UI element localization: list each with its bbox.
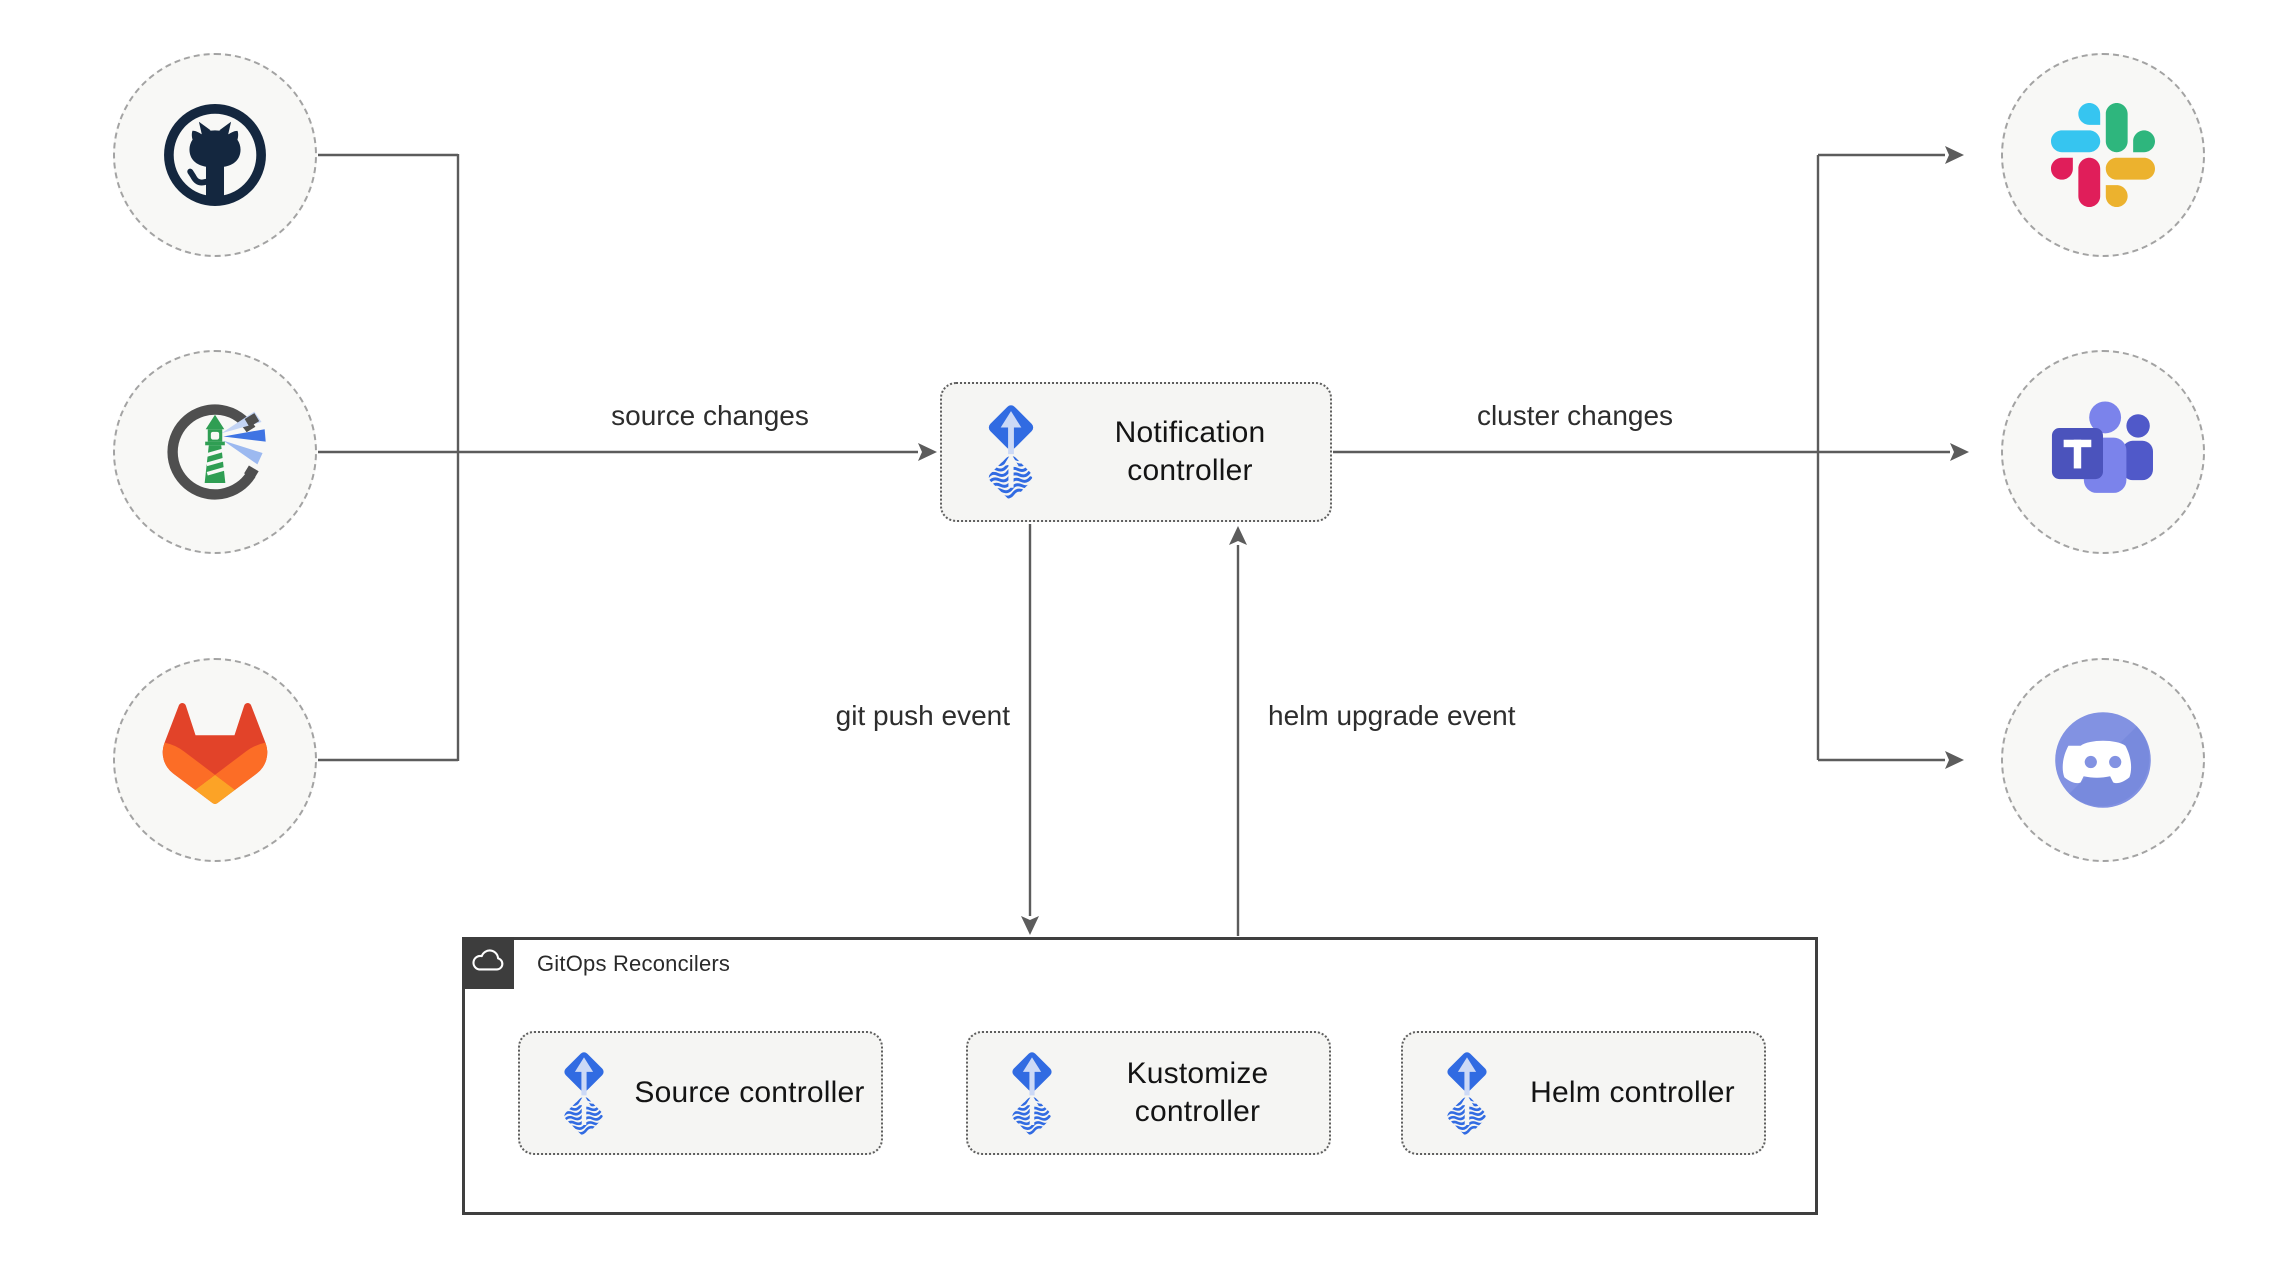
source-node-gitlab <box>113 658 317 862</box>
target-node-microsoft-teams <box>2001 350 2205 554</box>
microsoft-teams-icon <box>2051 400 2153 493</box>
flux-logo-icon <box>546 1046 622 1141</box>
group-badge <box>462 937 514 989</box>
edge-label-source-changes: source changes <box>611 400 809 431</box>
notification-controller-node: Notification controller <box>940 382 1332 522</box>
node-label: Kustomize controller <box>1126 1056 1269 1128</box>
slack-icon <box>2051 103 2155 207</box>
node-label: Source controller <box>634 1075 865 1109</box>
group-title: GitOps Reconcilers <box>537 951 731 976</box>
target-node-discord <box>2001 658 2205 862</box>
kustomize-controller-node: Kustomize controller <box>966 1031 1331 1155</box>
node-label: Notification controller <box>1114 415 1266 487</box>
discord-icon <box>2055 712 2151 808</box>
gitops-reconcilers-group: GitOps Reconcilers Source controller Kus… <box>462 937 1818 1215</box>
cloud-icon <box>472 949 504 971</box>
source-node-harbor <box>113 350 317 554</box>
helm-controller-node: Helm controller <box>1401 1031 1766 1155</box>
flux-logo-icon <box>1429 1046 1505 1141</box>
harbor-icon <box>167 404 266 500</box>
flux-logo-icon <box>994 1046 1070 1141</box>
source-node-github <box>113 53 317 257</box>
github-icon <box>164 104 266 206</box>
target-node-slack <box>2001 53 2205 257</box>
flux-logo-icon <box>968 398 1054 506</box>
edge-label-helm-upgrade-event: helm upgrade event <box>1268 700 1516 731</box>
edge-label-cluster-changes: cluster changes <box>1476 400 1674 431</box>
node-label: Helm controller <box>1530 1075 1735 1109</box>
source-controller-node: Source controller <box>518 1031 883 1155</box>
edge-label-git-push-event: git push event <box>835 700 1010 731</box>
gitlab-icon <box>162 703 268 804</box>
